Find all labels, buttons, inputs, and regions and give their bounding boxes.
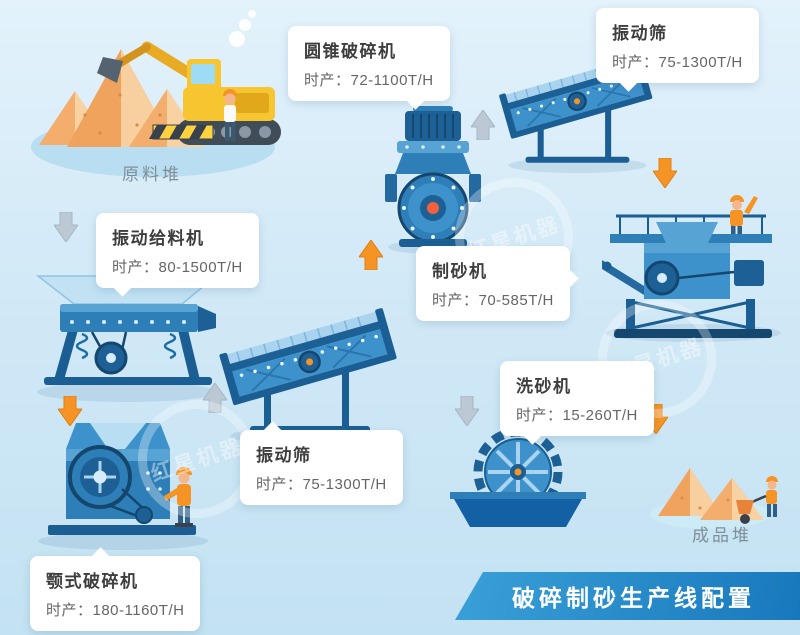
machine-name: 振动筛 bbox=[612, 24, 668, 43]
machine-capacity: 时产：70-585T/H bbox=[432, 292, 554, 309]
label-vibrating-feeder: 振动给料机 时产：80-1500T/H bbox=[96, 213, 259, 297]
machine-name: 洗砂机 bbox=[516, 377, 572, 396]
up-arrow-icon bbox=[471, 110, 495, 140]
product-pile-scene bbox=[648, 440, 796, 532]
up-arrow-icon bbox=[203, 383, 227, 413]
down-arrow-icon bbox=[653, 158, 677, 188]
label-vibrating-screen-top: 振动筛 时产：75-1300T/H bbox=[596, 8, 759, 92]
vibrating-screen-mid-illustration bbox=[219, 298, 397, 446]
label-sand-washer: 洗砂机 时产：15-260T/H bbox=[500, 361, 654, 445]
up-arrow-icon bbox=[359, 240, 383, 270]
vibrating-feeder-illustration bbox=[30, 272, 225, 402]
machine-capacity: 时产：72-1100T/H bbox=[304, 72, 434, 89]
machine-name: 制砂机 bbox=[432, 262, 488, 281]
raw-material-scene bbox=[25, 5, 285, 190]
vibrating-screen-top-illustration bbox=[492, 46, 662, 174]
product-pile-caption: 成品堆 bbox=[692, 526, 752, 545]
machine-name: 颚式破碎机 bbox=[46, 572, 139, 591]
down-arrow-icon bbox=[455, 396, 479, 426]
machine-name: 振动筛 bbox=[256, 446, 312, 465]
down-arrow-icon bbox=[58, 396, 82, 426]
machine-capacity: 时产：75-1300T/H bbox=[256, 476, 387, 493]
down-arrow-icon bbox=[54, 212, 78, 242]
sand-maker-illustration bbox=[598, 190, 788, 342]
label-vibrating-screen-mid: 振动筛 时产：75-1300T/H bbox=[240, 421, 403, 505]
cone-crusher-illustration bbox=[383, 106, 483, 254]
label-cone-crusher: 圆锥破碎机 时产：72-1100T/H bbox=[288, 26, 450, 110]
raw-pile-caption: 原料堆 bbox=[122, 165, 182, 184]
label-sand-maker: 制砂机 时产：70-585T/H bbox=[416, 246, 579, 321]
title-banner: 破碎制砂生产线配置 bbox=[455, 572, 800, 620]
machine-capacity: 时产：15-260T/H bbox=[516, 407, 638, 424]
machine-capacity: 时产：75-1300T/H bbox=[612, 54, 743, 71]
sand-washer-illustration bbox=[448, 424, 588, 530]
page-title: 破碎制砂生产线配置 bbox=[512, 585, 755, 611]
machine-name: 圆锥破碎机 bbox=[304, 42, 397, 61]
machine-capacity: 时产：80-1500T/H bbox=[112, 259, 243, 276]
jaw-crusher-illustration bbox=[28, 415, 213, 550]
machine-capacity: 时产：180-1160T/H bbox=[46, 602, 185, 619]
label-jaw-crusher: 颚式破碎机 时产：180-1160T/H bbox=[30, 547, 201, 631]
machine-name: 振动给料机 bbox=[112, 229, 205, 248]
